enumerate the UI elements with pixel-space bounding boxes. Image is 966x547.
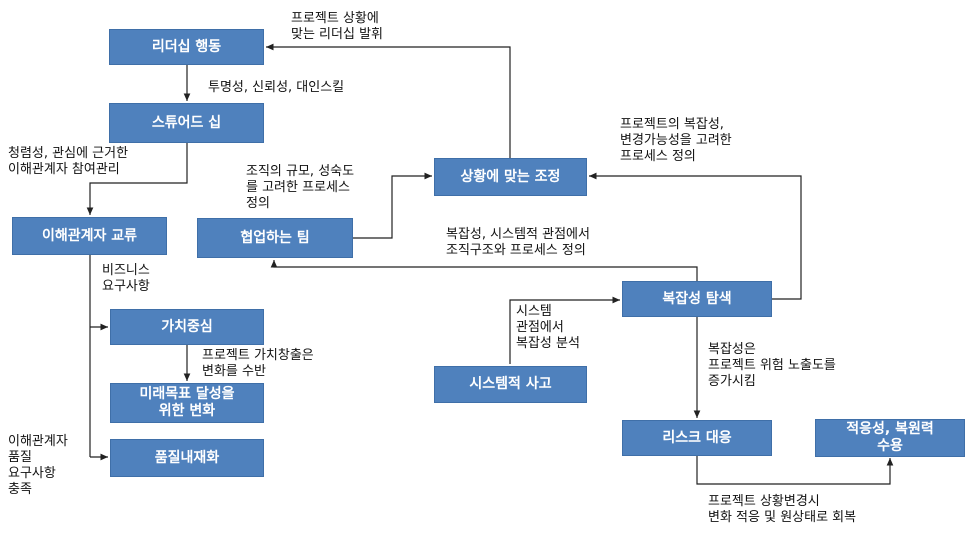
node-tailoring: 상황에 맞는 조정 — [434, 158, 587, 196]
node-risk-response: 리스크 대응 — [622, 420, 772, 456]
node-stewardship: 스튜어드 십 — [109, 103, 264, 143]
label-complexity-to-tailoring: 프로젝트의 복잡성, 변경가능성을 고려한 프로세스 정의 — [620, 117, 732, 164]
connector-systems-to-complexity — [509, 296, 620, 364]
label-complexity-to-team: 복잡성, 시스템적 관점에서 조직구조와 프로세스 정의 — [446, 227, 590, 258]
connector-stewardship-to-stakeholder — [86, 143, 188, 215]
connector-team-to-tailoring — [353, 172, 432, 239]
connector-complexity-to-team — [270, 260, 698, 281]
node-complexity-navigation: 복잡성 탐색 — [622, 281, 772, 317]
label-stakeholder-to-quality: 이해관계자 품질 요구사항 충족 — [8, 434, 68, 497]
label-complexity-to-risk: 복잡성은 프로젝트 위험 노출도를 증가시킴 — [708, 342, 836, 389]
label-stakeholder-to-value: 비즈니스 요구사항 — [102, 263, 150, 294]
label-stewardship-to-stakeholder: 청렴성, 관심에 근거한 이해관계자 참여관리 — [8, 146, 129, 177]
node-leadership-behavior: 리더십 행동 — [109, 29, 264, 65]
label-risk-to-resilience: 프로젝트 상황변경시 변화 적응 및 원상태로 회복 — [708, 494, 857, 525]
node-quality-embedding: 품질내재화 — [110, 439, 264, 477]
node-adaptability-resilience: 적응성, 복원력 수용 — [815, 419, 965, 457]
connector-complexity-to-tailoring — [589, 172, 802, 300]
node-future-change: 미래목표 달성을 위한 변화 — [110, 383, 264, 423]
label-leadership-to-stewardship: 투명성, 신뢰성, 대인스킬 — [208, 80, 345, 95]
label-tailoring-to-leadership: 프로젝트 상황에 맞는 리더십 발휘 — [291, 11, 383, 42]
node-collaborative-team: 협업하는 팀 — [197, 218, 353, 258]
node-value-focus: 가치중심 — [110, 309, 264, 345]
connector-tailoring-to-leadership — [266, 43, 511, 158]
connector-risk-to-resilience — [696, 456, 894, 485]
label-systems-to-complexity: 시스템 관점에서 복잡성 분석 — [516, 304, 580, 351]
node-systems-thinking: 시스템적 사고 — [434, 366, 587, 403]
label-team-to-tailoring: 조직의 규모, 성숙도 를 고려한 프로세스 정의 — [246, 164, 355, 211]
node-stakeholder-engagement: 이해관계자 교류 — [12, 217, 167, 255]
label-value-to-future: 프로젝트 가치창출은 변화를 수반 — [202, 348, 314, 379]
